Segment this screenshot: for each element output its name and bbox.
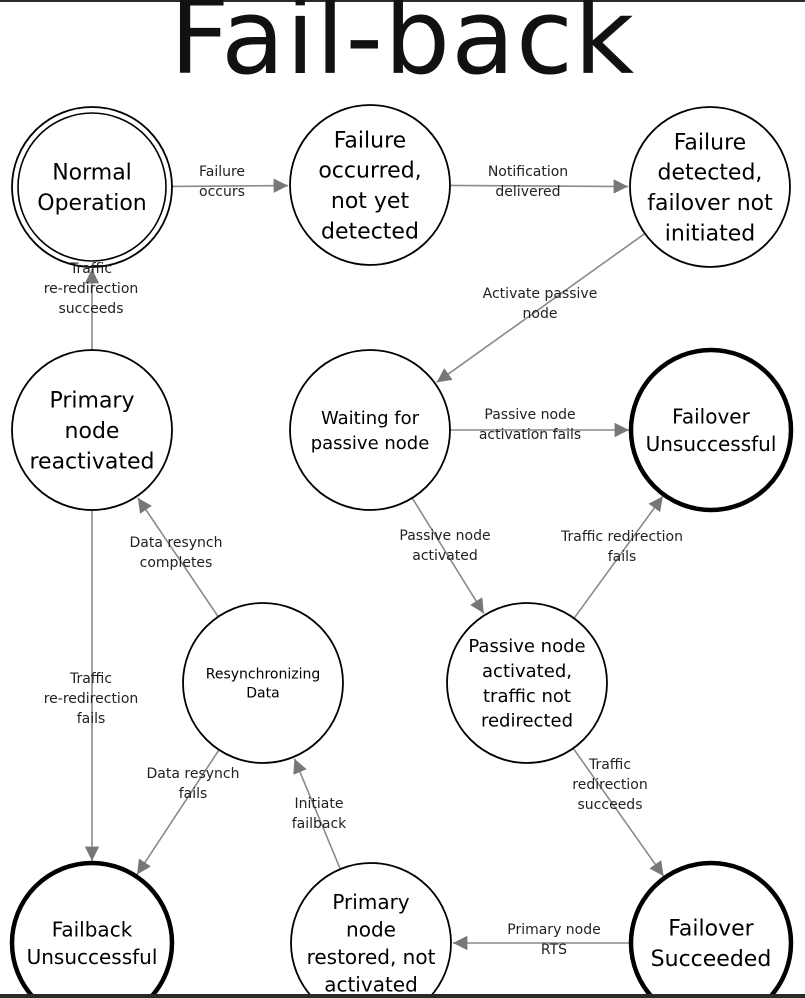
node-failure-detected: Failure detected, failover not initiated (629, 106, 791, 268)
state-circle (182, 602, 344, 764)
state-circle (11, 106, 173, 268)
state-circle (446, 602, 608, 764)
node-label: activated, (482, 661, 572, 682)
edge-label: succeeds (59, 301, 124, 317)
edge-label: re-redirection (44, 281, 139, 297)
edge-waiting-to-passive_activated (411, 497, 485, 614)
node-label: detected (321, 219, 419, 244)
node-primary-reactivated: Primary node reactivated (11, 349, 173, 511)
node-label: restored, not (307, 945, 436, 969)
node-label: activated (324, 973, 418, 997)
edge-label: completes (140, 555, 213, 571)
state-circle (9, 860, 175, 998)
edge-label: occurs (199, 184, 245, 200)
state-circle (289, 104, 451, 266)
state-circle (289, 349, 451, 511)
node-failure-occurred: Failure occurred, not yet detected (289, 104, 451, 266)
node-label: passive node (311, 433, 430, 454)
node-label: not yet (331, 189, 410, 214)
state-circle-inner (17, 112, 167, 262)
bottom-border (0, 994, 805, 998)
node-label: reactivated (29, 449, 154, 474)
node-label: Failover (668, 917, 754, 942)
state-circle (290, 862, 452, 998)
edge-label: Data resynch (130, 535, 223, 551)
node-label: Passive node (468, 636, 585, 657)
node-label: redirected (481, 711, 573, 732)
edge-restored-to-resync (293, 758, 342, 870)
state-circle (629, 106, 791, 268)
node-label: Data (246, 686, 279, 702)
node-label: node (346, 917, 396, 941)
node-waiting-passive: Waiting for passive node (289, 349, 451, 511)
edge-label: Passive node (484, 407, 575, 423)
node-label: occurred, (318, 159, 421, 184)
edges (84, 178, 665, 951)
node-label: Unsuccessful (27, 945, 158, 969)
edge-label: Traffic (69, 671, 112, 687)
edge-label: fails (179, 786, 208, 802)
node-label: Resynchronizing (206, 666, 321, 682)
edge-normal-to-occurred (171, 178, 289, 193)
node-label: Operation (37, 191, 146, 216)
state-circle (11, 349, 173, 511)
state-circle (628, 347, 794, 513)
edge-label: activation fails (479, 427, 581, 443)
edge-label: Traffic (69, 261, 112, 277)
edge-label: failback (292, 816, 347, 832)
edge-passive_activated-to-fo_unsuccessful (573, 495, 664, 619)
node-label: initiated (665, 221, 756, 246)
node-label: Primary (332, 890, 409, 914)
edge-label: Data resynch (147, 766, 240, 782)
edge-labels: Failure occurs Notification deliveredActiva… (44, 164, 683, 958)
node-passive-activated: Passive node activated, traffic not redirec… (446, 602, 608, 764)
edge-label: fails (77, 711, 106, 727)
edge-label: Initiate (295, 796, 344, 812)
node-label: Primary (49, 389, 134, 414)
edge-label: Passive node (399, 528, 490, 544)
node-label: Failure (674, 130, 746, 155)
edge-label: re-redirection (44, 691, 139, 707)
edge-label: node (523, 306, 558, 322)
edge-label: activated (412, 548, 478, 564)
edge-detected-to-waiting (436, 232, 646, 383)
node-label: Waiting for (321, 408, 420, 429)
edge-label: redirection (572, 777, 647, 793)
top-border (0, 0, 805, 2)
node-label: node (65, 419, 120, 444)
edge-label: fails (608, 549, 637, 565)
edge-label: succeeds (578, 797, 643, 813)
state-circle (628, 860, 794, 998)
edge-label: Failure (199, 164, 245, 180)
node-label: Failure (334, 128, 406, 153)
edge-label: delivered (495, 184, 560, 200)
edge-passive_activated-to-fo_succeeded (572, 747, 665, 877)
edge-label: Notification (488, 164, 568, 180)
edge-label: Traffic redirection (560, 529, 683, 545)
node-label: Failback (52, 917, 133, 941)
node-primary-restored: Primary node restored, not activated (290, 862, 452, 998)
edge-label: Activate passive (483, 286, 598, 302)
node-label: Failover (672, 404, 750, 428)
edge-label: RTS (541, 942, 567, 958)
edge-label: Traffic (588, 757, 631, 773)
edge-resync-to-fb_unsuccessful (136, 749, 220, 875)
edge-resync-to-reactivated (137, 497, 219, 618)
node-label: failover not (647, 191, 773, 216)
node-label: detected, (658, 161, 763, 186)
edge-label: Primary node (507, 922, 601, 938)
node-label: Succeeded (651, 947, 772, 972)
node-label: traffic not (483, 686, 571, 707)
node-label: Unsuccessful (646, 432, 777, 456)
node-label: Normal (52, 161, 132, 186)
edge-occurred-to-detected (449, 179, 629, 194)
slide-title: Fail-back (169, 0, 636, 98)
